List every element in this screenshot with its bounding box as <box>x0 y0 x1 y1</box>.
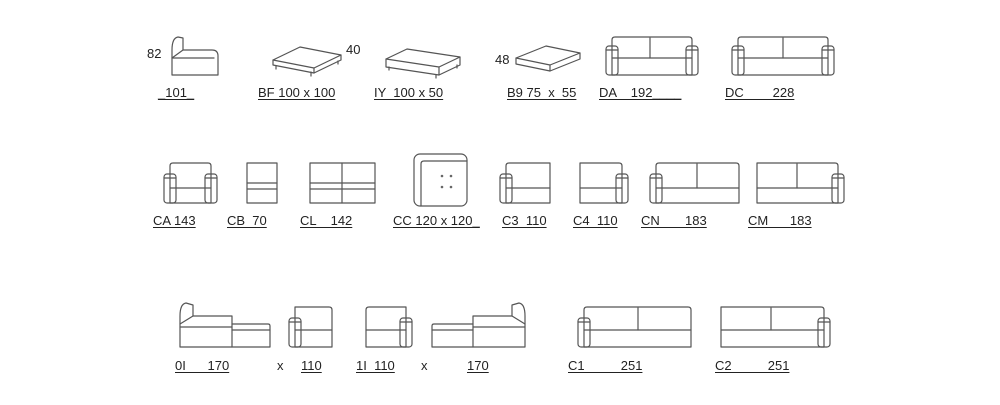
corner-cc-drawing <box>413 153 468 207</box>
chaise-1i-depth-label: 170 <box>467 358 489 373</box>
armchair-height-label: 82 <box>147 46 162 61</box>
sofa-cn-drawing <box>649 162 740 204</box>
ottoman-iy-label: IY 100 x 50 <box>374 85 444 100</box>
sofa-c2-label: C2 251 <box>715 358 790 373</box>
sofa-da-label: DA 192____ <box>599 85 682 100</box>
chaise-0i-depth-label: 110 <box>301 358 322 373</box>
module-cb-drawing <box>246 162 278 204</box>
sofa-cm-drawing <box>756 162 845 204</box>
ottoman-b9-drawing <box>515 45 581 72</box>
sofa-c2-drawing <box>720 306 831 348</box>
corner-cc-label: CC 120 x 120_ <box>393 213 480 228</box>
module-cl-drawing <box>309 162 376 204</box>
sofa-cm-label: CM 183 <box>748 213 812 228</box>
ottoman-bf-drawing <box>272 46 342 77</box>
module-cl-label: CL 142 <box>300 213 353 228</box>
sofa-c1-drawing <box>577 306 692 348</box>
armchair-ca-drawing <box>163 162 218 204</box>
chaise-0i-x-label: x <box>277 358 284 373</box>
armchair-101-label: _101_ <box>158 85 195 100</box>
chaise-1i-x-label: x <box>421 358 428 373</box>
sofa-dc-label: DC 228 <box>725 85 795 100</box>
armchair-101-drawing <box>171 36 219 76</box>
sofa-c1-label: C1 251 <box>568 358 643 373</box>
module-cb-label: CB 70 <box>227 213 267 228</box>
chaise-0i-label: 0I 170 <box>175 358 230 373</box>
ottoman-b9-height-label: 48 <box>495 52 510 67</box>
chaise-1i-end-module-drawing <box>365 306 413 348</box>
chaise-1i-label: 1I 110 <box>356 358 395 373</box>
sofa-da-drawing <box>605 36 699 76</box>
module-c3-drawing <box>499 162 551 204</box>
sofa-cn-label: CN 183 <box>641 213 707 228</box>
ottoman-iy-drawing <box>385 48 461 79</box>
chaise-0i-end-module-drawing <box>288 306 333 348</box>
module-c4-drawing <box>579 162 629 204</box>
module-ca-label: CA 143 <box>153 213 196 228</box>
chaise-0i-drawing <box>179 302 271 348</box>
module-c4-label: C4 110 <box>573 213 618 228</box>
chaise-1i-drawing <box>431 302 526 348</box>
ottoman-b9-label: B9 75 x 55 <box>507 85 577 100</box>
module-c3-label: C3 110 <box>502 213 547 228</box>
ottoman-iy-height-label: 40 <box>346 42 361 57</box>
sofa-dc-drawing <box>731 36 835 76</box>
ottoman-bf-label: BF 100 x 100 <box>258 85 336 100</box>
